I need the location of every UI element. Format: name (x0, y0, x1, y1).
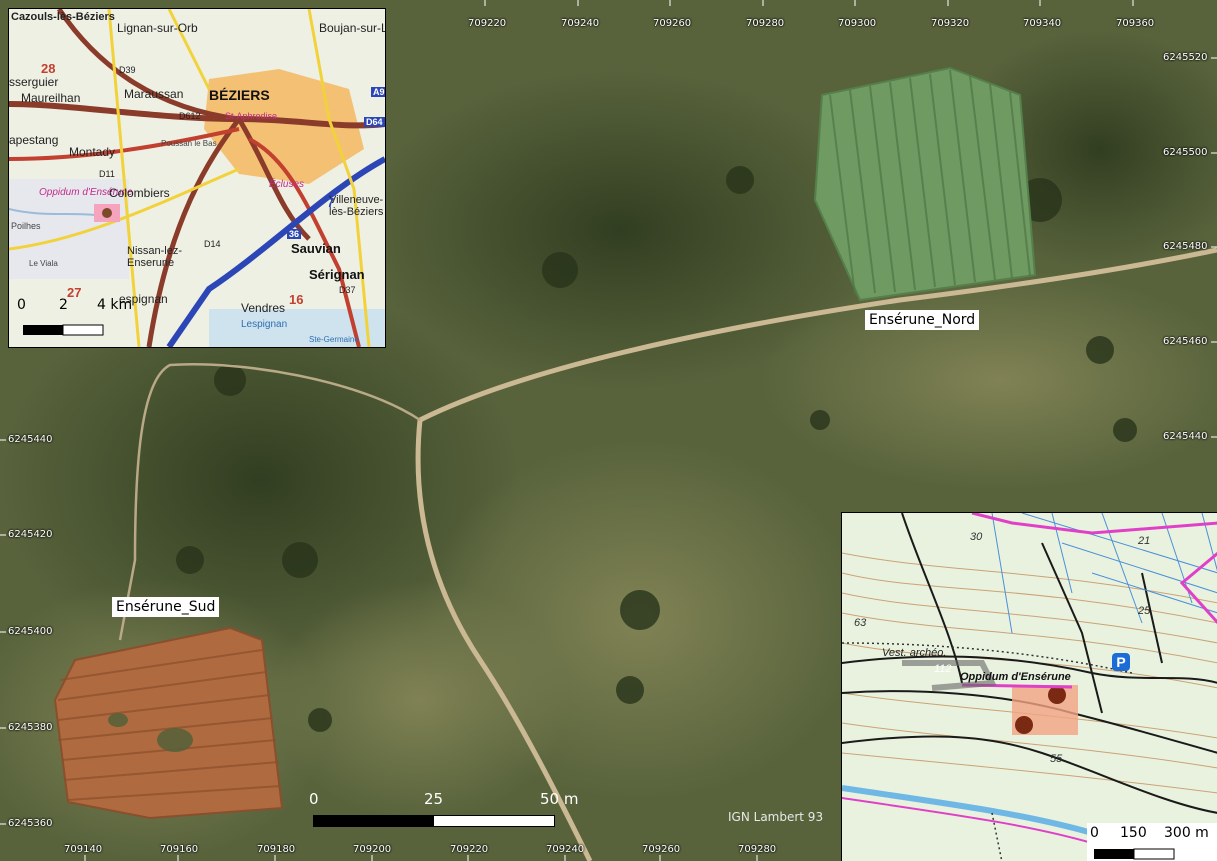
road-number: D11 (99, 169, 115, 179)
grid-label-y: 6245440 (8, 434, 53, 445)
place-label: apestang (9, 133, 59, 147)
place-label: St-Aphrodise (225, 111, 278, 121)
topo-label: 25 (1138, 605, 1151, 617)
zone-north-label: Ensérune_Nord (865, 310, 980, 330)
place-label: Maraussan (124, 87, 184, 101)
inset-region-scale-label: 2 (59, 297, 68, 313)
grid-label-x-bottom: 709260 (642, 844, 681, 855)
place-label: Villeneuve-lès-Béziers (329, 194, 384, 218)
inset-topo-graphics (842, 513, 1217, 861)
zone-north-area (813, 66, 1037, 302)
place-label: Vendres (241, 301, 286, 315)
grid-label-y: 6245400 (8, 626, 53, 637)
place-label: Lespignan (241, 319, 288, 330)
grid-label-x-bottom: 709200 (353, 844, 392, 855)
inset-region-map[interactable]: Cazouls-lès-Béziers Lignan-sur-Orb Bouja… (8, 8, 386, 348)
grid-label-x-bottom: 709240 (546, 844, 585, 855)
grid-label-x: 709340 (1023, 18, 1062, 29)
place-label-oppidum: Oppidum d'Ensérune (39, 187, 133, 198)
inset-topo-map[interactable]: Vest. archéo. Oppidum d'Ensérune P 63 30… (841, 512, 1217, 861)
place-label: Ste-Germaine (309, 335, 359, 344)
place-label: Nissan-lez-Enserune (127, 245, 183, 269)
zone-south-area (53, 626, 284, 820)
place-label: sserguier (9, 75, 59, 89)
road-number: 16 (289, 292, 304, 307)
inset-region-graphics (9, 9, 385, 347)
scale-label: 25 (424, 790, 444, 808)
grid-label-x-bottom: 709220 (450, 844, 489, 855)
topo-label: 112 (934, 663, 952, 675)
inset-region-scale-label: 4 km (97, 297, 133, 313)
grid-label-x: 709300 (838, 18, 877, 29)
grid-label-y: 6245520 (1163, 52, 1208, 63)
grid-label-y: 6245500 (1163, 147, 1208, 158)
place-label: Montady (69, 145, 116, 159)
topo-label: 21 (1138, 535, 1151, 547)
road-number: D612 (179, 111, 201, 121)
parking-icon: P (1112, 653, 1130, 671)
inset-region-scale-label: 0 (17, 297, 26, 313)
road-number: 27 (67, 285, 82, 300)
place-label: Le Viala (29, 259, 58, 268)
place-label: BÉZIERS (209, 87, 270, 103)
grid-label-x: 709260 (653, 18, 692, 29)
grid-label-x-bottom: 709140 (64, 844, 103, 855)
grid-label-y: 6245460 (1163, 336, 1208, 347)
grid-label-y: 6245360 (8, 818, 53, 829)
grid-label-y: 6245480 (1163, 241, 1208, 252)
place-label: Cazouls-lès-Béziers (11, 11, 115, 23)
scale-bar-black (313, 815, 435, 827)
grid-label-y: 6245420 (8, 529, 53, 540)
inset-topo-scale-label: 300 m (1164, 825, 1209, 841)
grid-label-x: 709240 (561, 18, 600, 29)
place-label: Sérignan (309, 267, 365, 282)
topo-label: 30 (970, 531, 983, 543)
place-label: Poussan le Bas (161, 139, 217, 148)
grid-label-x: 709280 (746, 18, 785, 29)
topo-label-oppidum: Oppidum d'Ensérune (960, 671, 1071, 683)
road-number: D14 (204, 239, 221, 249)
grid-label-x-bottom: 709160 (160, 844, 199, 855)
topo-label: 55 (1050, 753, 1063, 765)
place-label: Colombiers (109, 186, 170, 200)
topo-label: Vest. archéo. (882, 647, 947, 659)
inset-topo-scale-label: 150 (1120, 825, 1147, 841)
scale-label: 0 (309, 790, 319, 808)
scale-bar-white (433, 815, 555, 827)
grid-label-y: 6245440 (1163, 431, 1208, 442)
place-label: Lignan-sur-Orb (117, 21, 198, 35)
grid-label-y: 6245380 (8, 722, 53, 733)
place-label: espignan (119, 292, 168, 306)
topo-label: 63 (854, 617, 867, 629)
inset-topo-scale-label: 0 (1090, 825, 1099, 841)
zone-south-label: Ensérune_Sud (112, 597, 220, 617)
road-number: 36 (287, 229, 302, 239)
road-number: 28 (41, 61, 56, 76)
grid-label-x: 709320 (931, 18, 970, 29)
place-label: Poilhes (11, 221, 41, 231)
grid-label-x-bottom: 709280 (738, 844, 777, 855)
grid-label-x: 709220 (468, 18, 507, 29)
grid-label-x: 709360 (1116, 18, 1155, 29)
road-number: D39 (119, 65, 136, 75)
crs-label: IGN Lambert 93 (728, 810, 824, 824)
scale-label: 50 m (540, 790, 579, 808)
road-number: D64 (364, 117, 385, 127)
place-label: Boujan-sur-Libron (319, 21, 386, 35)
road-number: A9 (371, 87, 385, 97)
road-number: D37 (339, 285, 356, 295)
place-label: Sauvian (291, 241, 341, 256)
place-label: Maureilhan (21, 91, 81, 105)
road-number: 7 (327, 195, 335, 210)
grid-label-x-bottom: 709180 (257, 844, 296, 855)
place-label: Écluses (269, 179, 305, 190)
